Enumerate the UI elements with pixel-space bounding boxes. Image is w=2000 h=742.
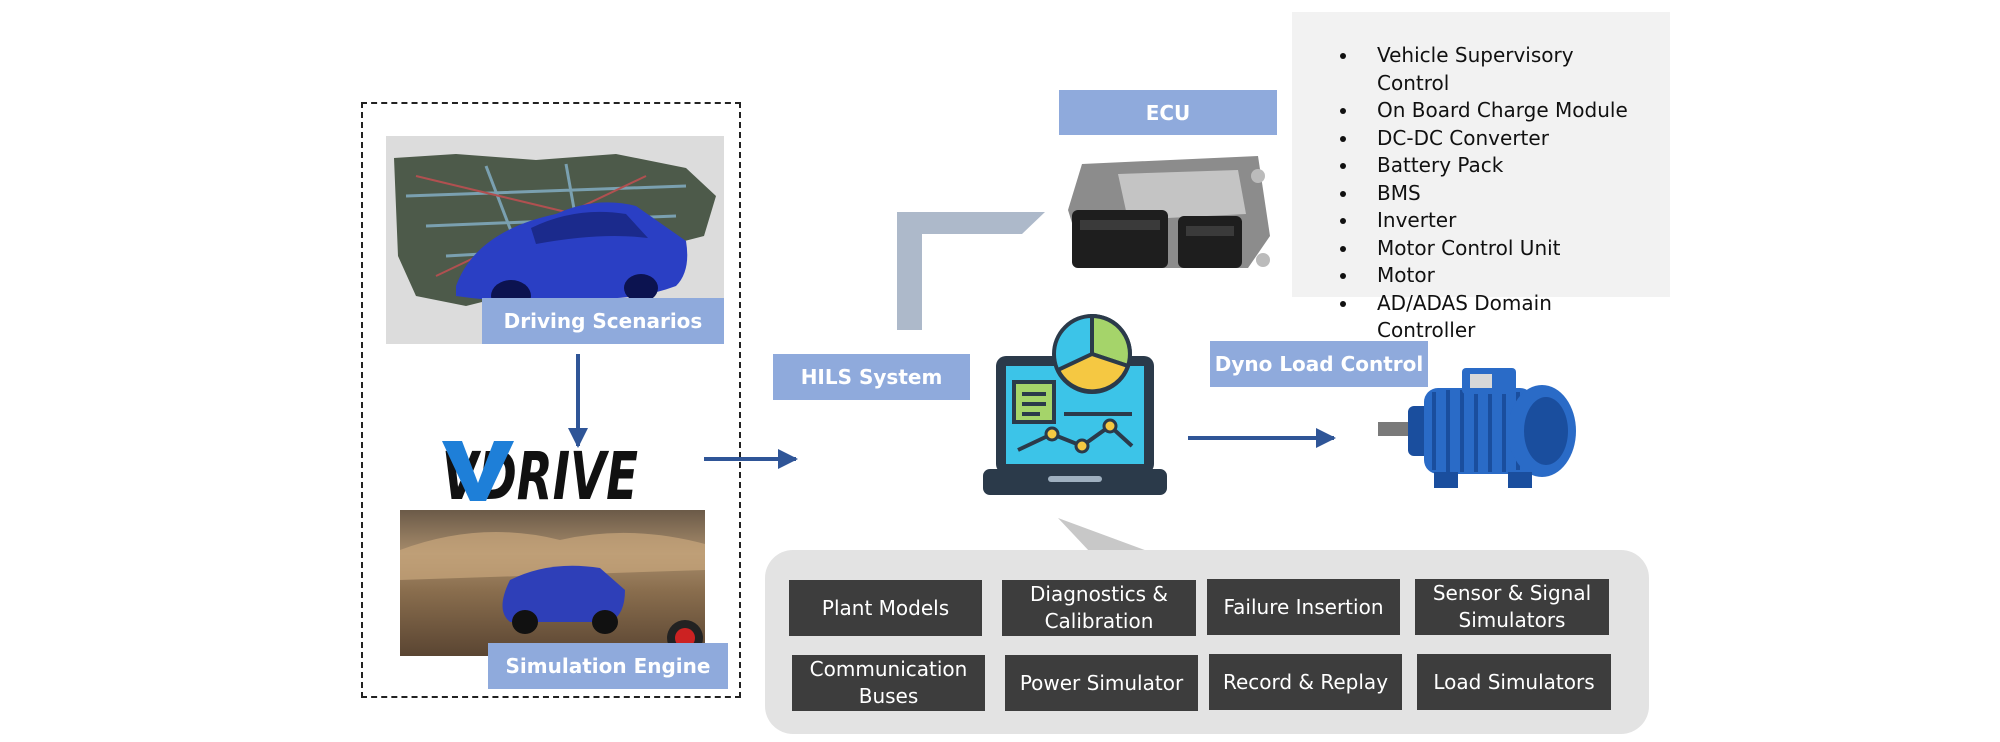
module-diagnostics-calibration: Diagnostics & Calibration <box>1002 580 1196 636</box>
list-item: BMS <box>1359 180 1650 208</box>
module-power-simulator: Power Simulator <box>1005 655 1198 711</box>
list-item: On Board Charge Module <box>1359 97 1650 125</box>
ecu-label: ECU <box>1059 90 1277 135</box>
driving-scenarios-label: Driving Scenarios <box>482 298 724 344</box>
list-item: Motor Control Unit <box>1359 235 1650 263</box>
list-item: Inverter <box>1359 207 1650 235</box>
list-item: Vehicle Supervisory Control <box>1359 42 1650 97</box>
module-label-line-1: Communication <box>809 657 968 681</box>
hils-system-label: HILS System <box>773 354 970 400</box>
module-label: Power Simulator <box>1019 670 1184 695</box>
module-label: Record & Replay <box>1222 669 1389 694</box>
hils-laptop-icon <box>982 312 1168 502</box>
module-load-simulators: Load Simulators <box>1417 654 1611 710</box>
list-item: Battery Pack <box>1359 152 1650 180</box>
electric-motor-image <box>1378 368 1588 498</box>
list-item: AD/ADAS Domain Controller <box>1359 290 1650 345</box>
module-label: Plant Models <box>821 595 950 620</box>
module-label-line-1: Diagnostics & <box>1029 582 1168 606</box>
simulation-engine-label: Simulation Engine <box>488 643 728 689</box>
list-item: Motor <box>1359 262 1650 290</box>
module-label: Failure Insertion <box>1223 594 1384 619</box>
module-label: Load Simulators <box>1433 669 1595 694</box>
module-label-line-2: Simulators <box>1458 608 1566 632</box>
list-item: DC-DC Converter <box>1359 125 1650 153</box>
module-failure-insertion: Failure Insertion <box>1207 579 1400 635</box>
ecu-module-image <box>1058 150 1276 278</box>
module-sensor-signal-simulators: Sensor & Signal Simulators <box>1415 579 1609 635</box>
simulation-group <box>361 102 741 698</box>
vdrive-logo: VDRIVE <box>440 435 640 515</box>
module-plant-models: Plant Models <box>789 580 982 636</box>
module-communication-buses: Communication Buses <box>792 655 985 711</box>
module-label-line-2: Calibration <box>1044 609 1154 633</box>
hils-to-ecu-connector <box>897 212 1045 330</box>
module-label-line-2: Buses <box>858 684 919 708</box>
module-label-line-1: Sensor & Signal <box>1432 581 1592 605</box>
module-record-replay: Record & Replay <box>1209 654 1402 710</box>
hils-to-modules-connector <box>1058 518 1150 552</box>
dyno-load-control-label: Dyno Load Control <box>1210 341 1428 387</box>
ecu-components-list: Vehicle Supervisory Control On Board Cha… <box>1292 12 1670 342</box>
simulation-engine-image <box>400 510 705 656</box>
